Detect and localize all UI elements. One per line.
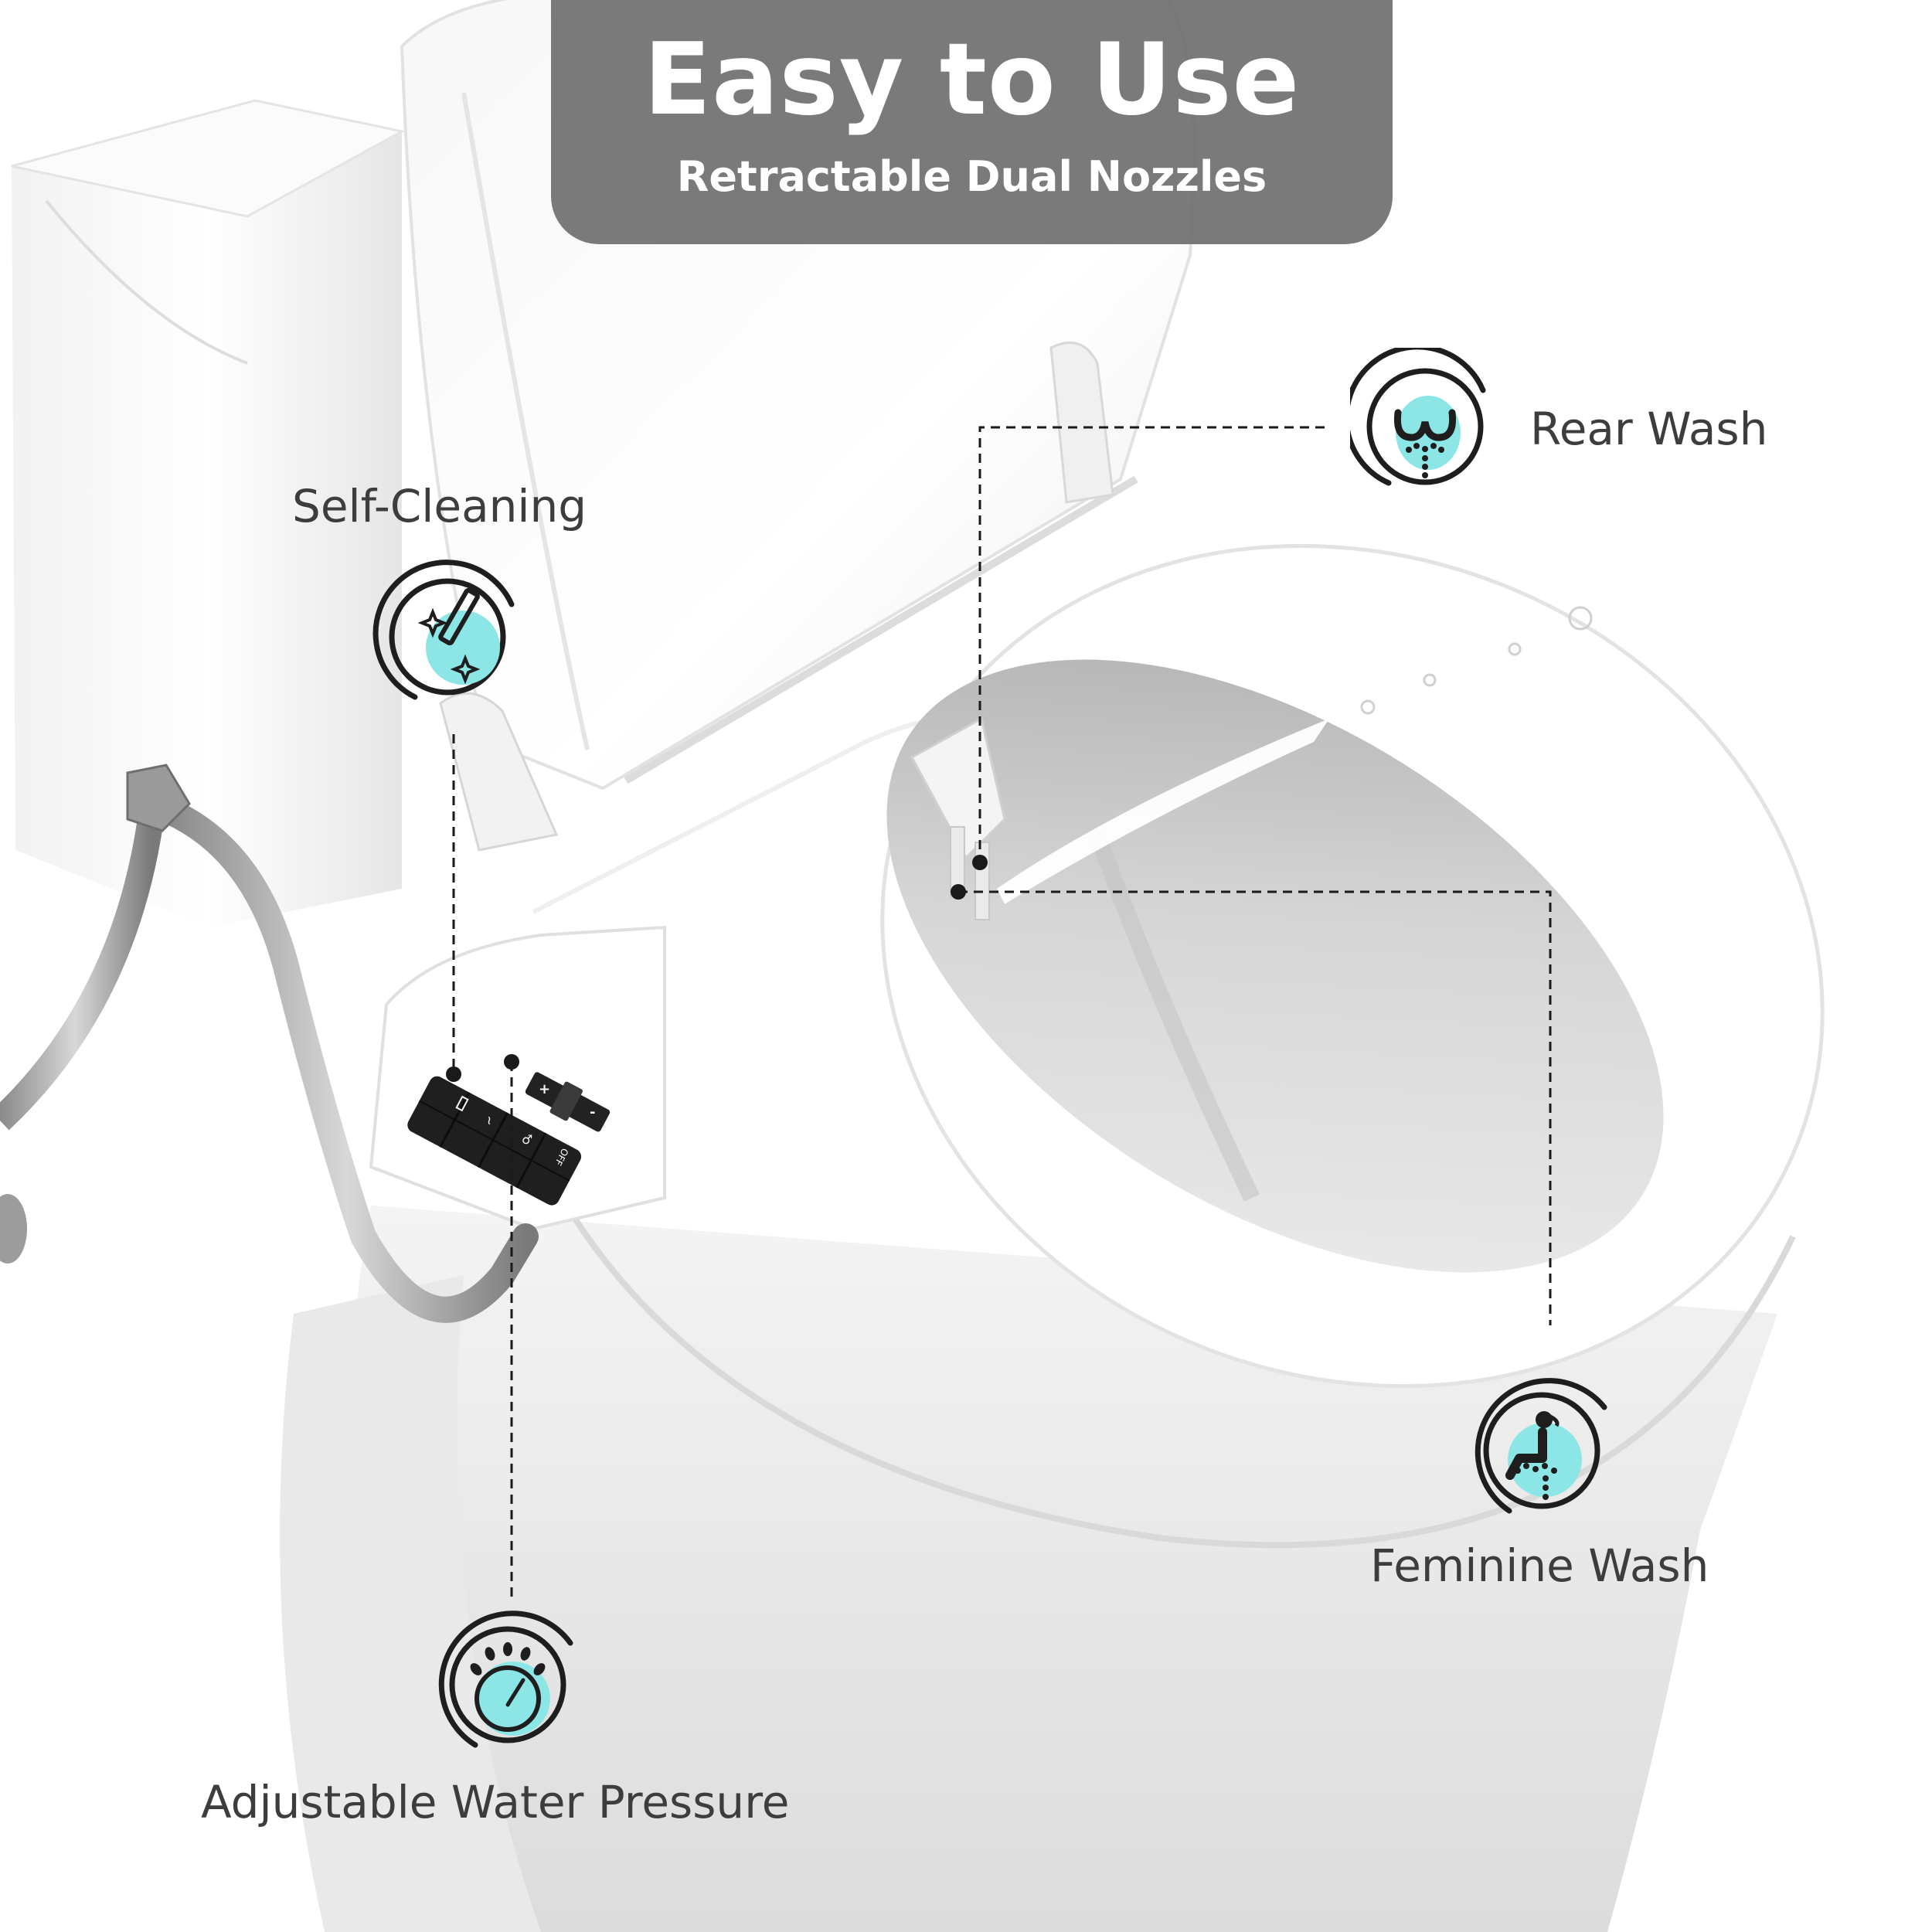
pressure-plus-label: + bbox=[539, 1081, 551, 1097]
adjustable-water-pressure-label: Adjustable Water Pressure bbox=[201, 1776, 790, 1828]
pressure-slider[interactable]: + - bbox=[522, 1070, 614, 1132]
feminine-wash-icon: ♂ bbox=[522, 1132, 533, 1147]
header-banner: Easy to Use Retractable Dual Nozzles bbox=[551, 0, 1393, 244]
nozzle-clean-icon bbox=[455, 1095, 469, 1112]
banner-subtitle: Retractable Dual Nozzles bbox=[676, 152, 1267, 201]
control-panel: ≀ ♂ OFF bbox=[398, 1070, 583, 1225]
self-cleaning-label: Self-Cleaning bbox=[292, 480, 587, 532]
rear-wash-label: Rear Wash bbox=[1530, 403, 1768, 455]
feminine-wash-icon bbox=[1467, 1370, 1614, 1525]
pressure-dial-icon bbox=[433, 1604, 580, 1759]
feminine-wash-button[interactable]: ♂ bbox=[522, 1132, 545, 1151]
rear-wash-icon bbox=[1350, 348, 1497, 502]
self-cleaning-icon bbox=[372, 558, 519, 713]
rear-wash-icon: ≀ bbox=[487, 1113, 492, 1128]
clean-button[interactable] bbox=[451, 1094, 474, 1112]
pressure-minus-label: - bbox=[590, 1104, 596, 1121]
banner-title: Easy to Use bbox=[643, 22, 1301, 138]
feminine-wash-label: Feminine Wash bbox=[1370, 1539, 1709, 1592]
rear-wash-button[interactable]: ≀ bbox=[487, 1113, 510, 1131]
